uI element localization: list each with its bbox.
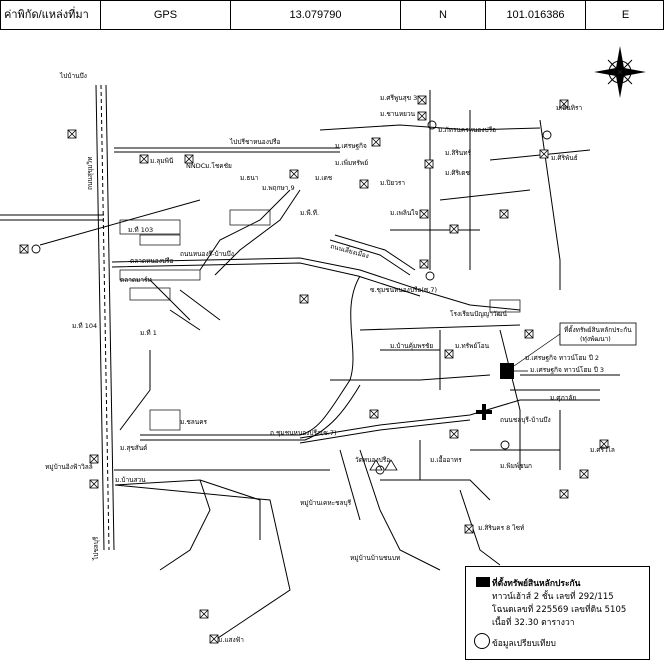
svg-text:ม.ธนา: ม.ธนา — [240, 174, 259, 182]
target-note: ที่ตั้งทรัพย์สินหลักประกัน — [564, 325, 632, 334]
svg-text:ม.ที 1: ม.ที 1 — [140, 329, 157, 337]
main-highway — [95, 84, 115, 551]
compass-w: W — [609, 69, 616, 77]
svg-text:ม.เศรษฐกิจ: ม.เศรษฐกิจ — [335, 142, 367, 150]
open-area-boundary — [114, 484, 291, 641]
road-label-soi7: ถ.ชุมชนหนองปรือ(ซ.7) — [270, 429, 337, 437]
svg-text:ม.เศรษฐกิจ ทาวน์โฮม ปี 3: ม.เศรษฐกิจ ทาวน์โฮม ปี 3 — [530, 366, 604, 374]
svg-text:ม.ศรีพูนสุข 3: ม.ศรีพูนสุข 3 — [380, 94, 417, 102]
svg-text:ม.เดช: ม.เดช — [315, 174, 333, 182]
property-square-icon — [476, 577, 490, 587]
legend-line-4: เนื้อที่ 32.30 ตารางวา — [492, 618, 575, 628]
longitude-value: 101.016386 — [486, 1, 586, 29]
svg-text:ตลาดหนองปรือ: ตลาดหนองปรือ — [130, 257, 173, 265]
svg-text:ม.แสงฟ้า: ม.แสงฟ้า — [218, 636, 244, 644]
svg-text:ม.ที 103: ม.ที 103 — [128, 226, 153, 234]
svg-text:ม.ลุมพินี: ม.ลุมพินี — [150, 157, 174, 165]
target-note-sub: (ทุ่งพัฒนา) — [580, 335, 611, 343]
svg-text:ม.พี.ที.: ม.พี.ที. — [300, 209, 319, 217]
svg-text:ม.สุขสันต์: ม.สุขสันต์ — [120, 444, 147, 452]
svg-text:ม.เพลินใจ: ม.เพลินใจ — [390, 209, 418, 217]
svg-text:ม.โชคชัย: ม.โชคชัย — [205, 162, 232, 170]
soi7-road — [299, 399, 600, 439]
svg-text:ม.บ้านสวน: ม.บ้านสวน — [115, 476, 146, 484]
svg-text:ม.เอื้ออาทร: ม.เอื้ออาทร — [430, 455, 462, 464]
svg-text:ม.สิรินคร 8 ไซท์: ม.สิรินคร 8 ไซท์ — [478, 524, 524, 532]
svg-text:NNDC: NNDC — [186, 162, 206, 170]
svg-text:วัดหนองปรือ: วัดหนองปรือ — [355, 456, 390, 464]
curve-road — [140, 275, 361, 436]
temple-icon — [369, 459, 398, 471]
legend-line-5: ข้อมูลเปรียบเทียบ — [492, 639, 556, 649]
svg-text:ตลาดมาร์ท: ตลาดมาร์ท — [120, 276, 152, 284]
central-road — [111, 257, 521, 311]
svg-text:ม.บ้านคุ้มพรชัย: ม.บ้านคุ้มพรชัย — [390, 342, 433, 350]
longitude-dir: E — [621, 9, 630, 21]
place-markers — [19, 95, 609, 644]
latitude-dir: N — [401, 1, 486, 29]
svg-text:ม.ศรีวิไล: ม.ศรีวิไล — [590, 446, 615, 454]
latitude-value: 13.079790 — [231, 1, 401, 29]
compass-n: N — [617, 58, 622, 66]
road-label-banbueng: ถนนชลบุรี-บ้านบึง — [500, 416, 551, 424]
comparison-circle-icon — [474, 633, 490, 649]
svg-text:ม.สิรินทร์: ม.สิรินทร์ — [445, 149, 472, 157]
svg-text:หมู่บ้านบ้านชนบท: หมู่บ้านบ้านชนบท — [350, 554, 400, 562]
svg-text:ม.ศิริพันธ์: ม.ศิริพันธ์ — [551, 154, 578, 162]
svg-text:ม.ปิยวรา: ม.ปิยวรา — [380, 179, 405, 187]
svg-text:ม.ที 104: ม.ที 104 — [72, 322, 97, 330]
road-label-sukhumvit: ถนนสุขุมวิท — [86, 157, 94, 190]
legend-line-1: ที่ตั้งทรัพย์สินหลักประกัน — [492, 579, 581, 589]
svg-text:ม.พฤกษา 9: ม.พฤกษา 9 — [262, 184, 295, 192]
svg-text:หมู่บ้านอิงฟ้าวิลล์: หมู่บ้านอิงฟ้าวิลล์ — [45, 463, 93, 471]
road-label-nongri: ถนนหนองรี-บ้านบึง — [180, 250, 234, 258]
road-label-community: ซ.ชุมชนหนองปรือ(ซ.7) — [370, 286, 437, 294]
svg-text:ม.ภัทรนครหนองปรือ: ม.ภัทรนครหนองปรือ — [438, 126, 496, 134]
place-labels: ม.ศรีพูนสุข 3 ม.ชานหยวน ม.ภัทรนครหนองปรื… — [45, 94, 615, 644]
road-label-pricha: ไปปรีชาหนองปรือ — [229, 138, 280, 146]
road-label-toward-chonburi: ไปชลบุรี — [92, 536, 100, 561]
location-label: ค่าพิกัด/แหล่งที่มา — [1, 1, 101, 29]
compass-rose: N E S W — [594, 46, 646, 98]
hospital-icon — [476, 404, 492, 420]
source-value: GPS — [101, 1, 231, 29]
svg-text:ม.เศรษฐกิจ ทาวน์โฮม ปี 2: ม.เศรษฐกิจ ทาวน์โฮม ปี 2 — [525, 354, 599, 362]
svg-text:หมู่บ้านเคหะชลบุรี: หมู่บ้านเคหะชลบุรี — [300, 499, 352, 507]
location-map: ที่ตั้งทรัพย์สินหลักประกัน (ทุ่งพัฒนา) ถ… — [0, 46, 646, 644]
road-label-toward-banbueng: ไปบ้านบึง — [59, 72, 87, 80]
target-property-marker — [500, 363, 514, 379]
top-left-road — [114, 147, 340, 153]
svg-text:ม.อินทิรา: ม.อินทิรา — [556, 104, 582, 112]
left-road — [0, 214, 104, 221]
building-blocks — [119, 209, 611, 431]
legend-line-3: โฉนดเลขที่ 225569 เลขที่ดิน 5105 — [492, 605, 627, 615]
compass-e: E — [626, 69, 630, 77]
svg-text:ม.พิมพ์ชนก: ม.พิมพ์ชนก — [500, 462, 532, 470]
svg-text:โรงเรียนปัญญาวัฒน์: โรงเรียนปัญญาวัฒน์ — [450, 310, 507, 318]
svg-text:ม.ศิริเดช: ม.ศิริเดช — [445, 169, 470, 177]
map-legend: ที่ตั้งทรัพย์สินหลักประกัน ทาวน์เฮ้าส์ 2… — [465, 566, 650, 660]
svg-text:ม.ชลนคร: ม.ชลนคร — [180, 418, 208, 426]
svg-text:ม.ทรัพย์โอน: ม.ทรัพย์โอน — [455, 342, 490, 350]
coordinates-header: ค่าพิกัด/แหล่งที่มา GPS 13.079790 N 101.… — [0, 0, 664, 30]
compass-s: S — [617, 78, 622, 86]
ring-road — [329, 239, 411, 276]
svg-text:ม.ศุภาลัย: ม.ศุภาลัย — [550, 394, 576, 402]
legend-line-2: ทาวน์เฮ้าส์ 2 ชั้น เลขที่ 292/115 — [492, 592, 614, 602]
svg-text:ม.ชานหยวน: ม.ชานหยวน — [380, 110, 416, 118]
svg-text:ม.เพิ่มทรัพย์: ม.เพิ่มทรัพย์ — [335, 158, 368, 167]
